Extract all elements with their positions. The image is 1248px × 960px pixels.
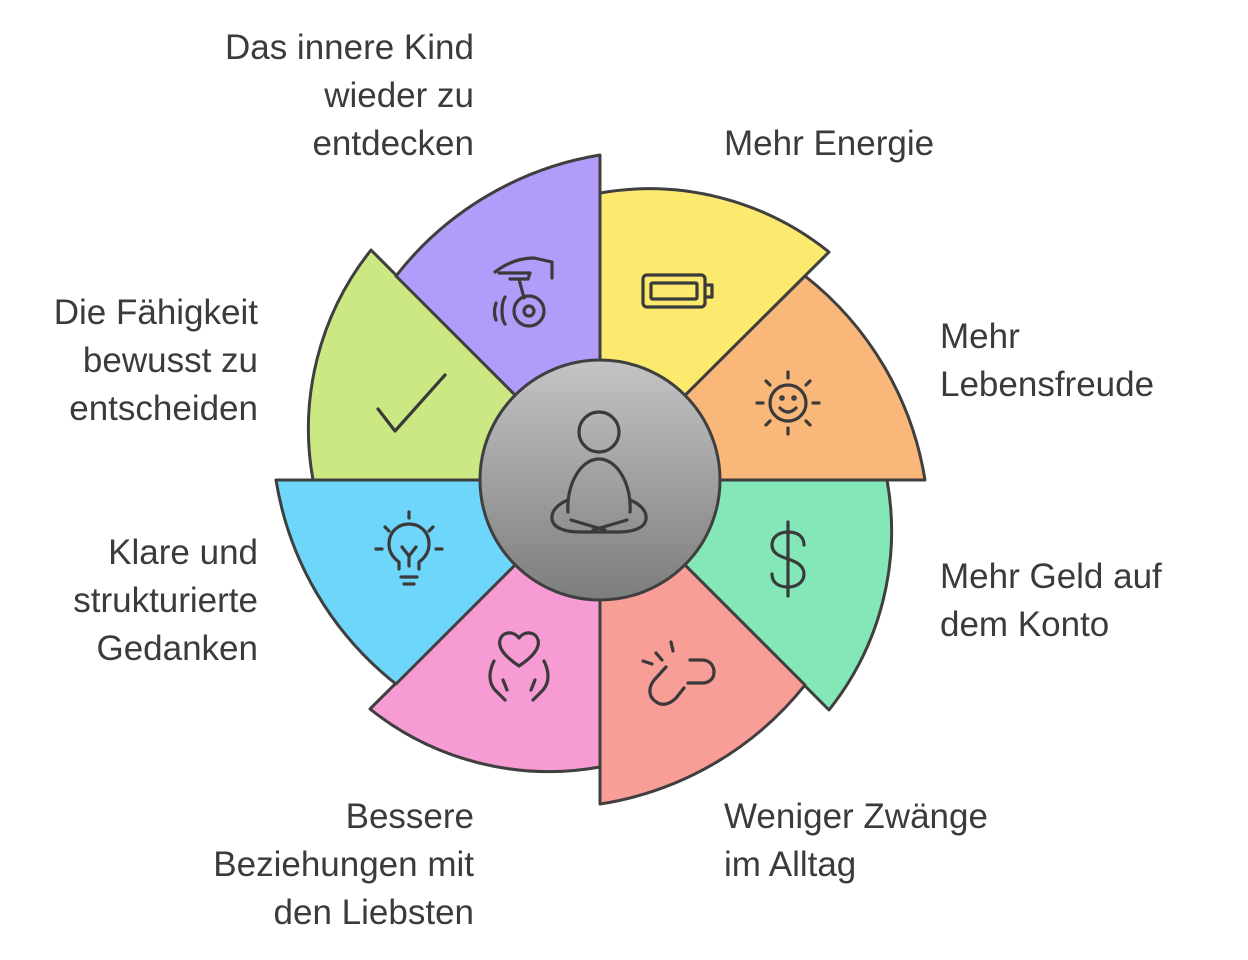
- broken-link-icon: [641, 640, 716, 706]
- label-innere-kind: Das innere Kind wieder zu entdecken: [224, 28, 474, 163]
- dollar-icon: [770, 520, 806, 598]
- label-zwaenge: Weniger Zwänge im Alltag: [724, 797, 988, 884]
- yoyo-hand-icon: [492, 256, 554, 328]
- label-beziehungen: Bessere Beziehungen mit den Liebsten: [213, 797, 474, 932]
- label-entscheiden: Die Fähigkeit bewusst zu entscheiden: [53, 293, 258, 428]
- label-energie: Mehr Energie: [724, 124, 935, 163]
- meditation-person-icon: [550, 410, 648, 534]
- center-hub: [478, 358, 722, 602]
- label-gedanken: Klare und strukturierte Gedanken: [73, 533, 258, 668]
- heart-in-hands-icon: [488, 631, 550, 702]
- checkmark-icon: [376, 373, 447, 433]
- label-geld: Mehr Geld auf dem Konto: [940, 557, 1162, 644]
- battery-icon: [641, 273, 714, 309]
- label-lebensfreude: Mehr Lebensfreude: [940, 317, 1155, 404]
- smiling-sun-icon: [755, 370, 821, 436]
- lightbulb-icon: [374, 510, 444, 586]
